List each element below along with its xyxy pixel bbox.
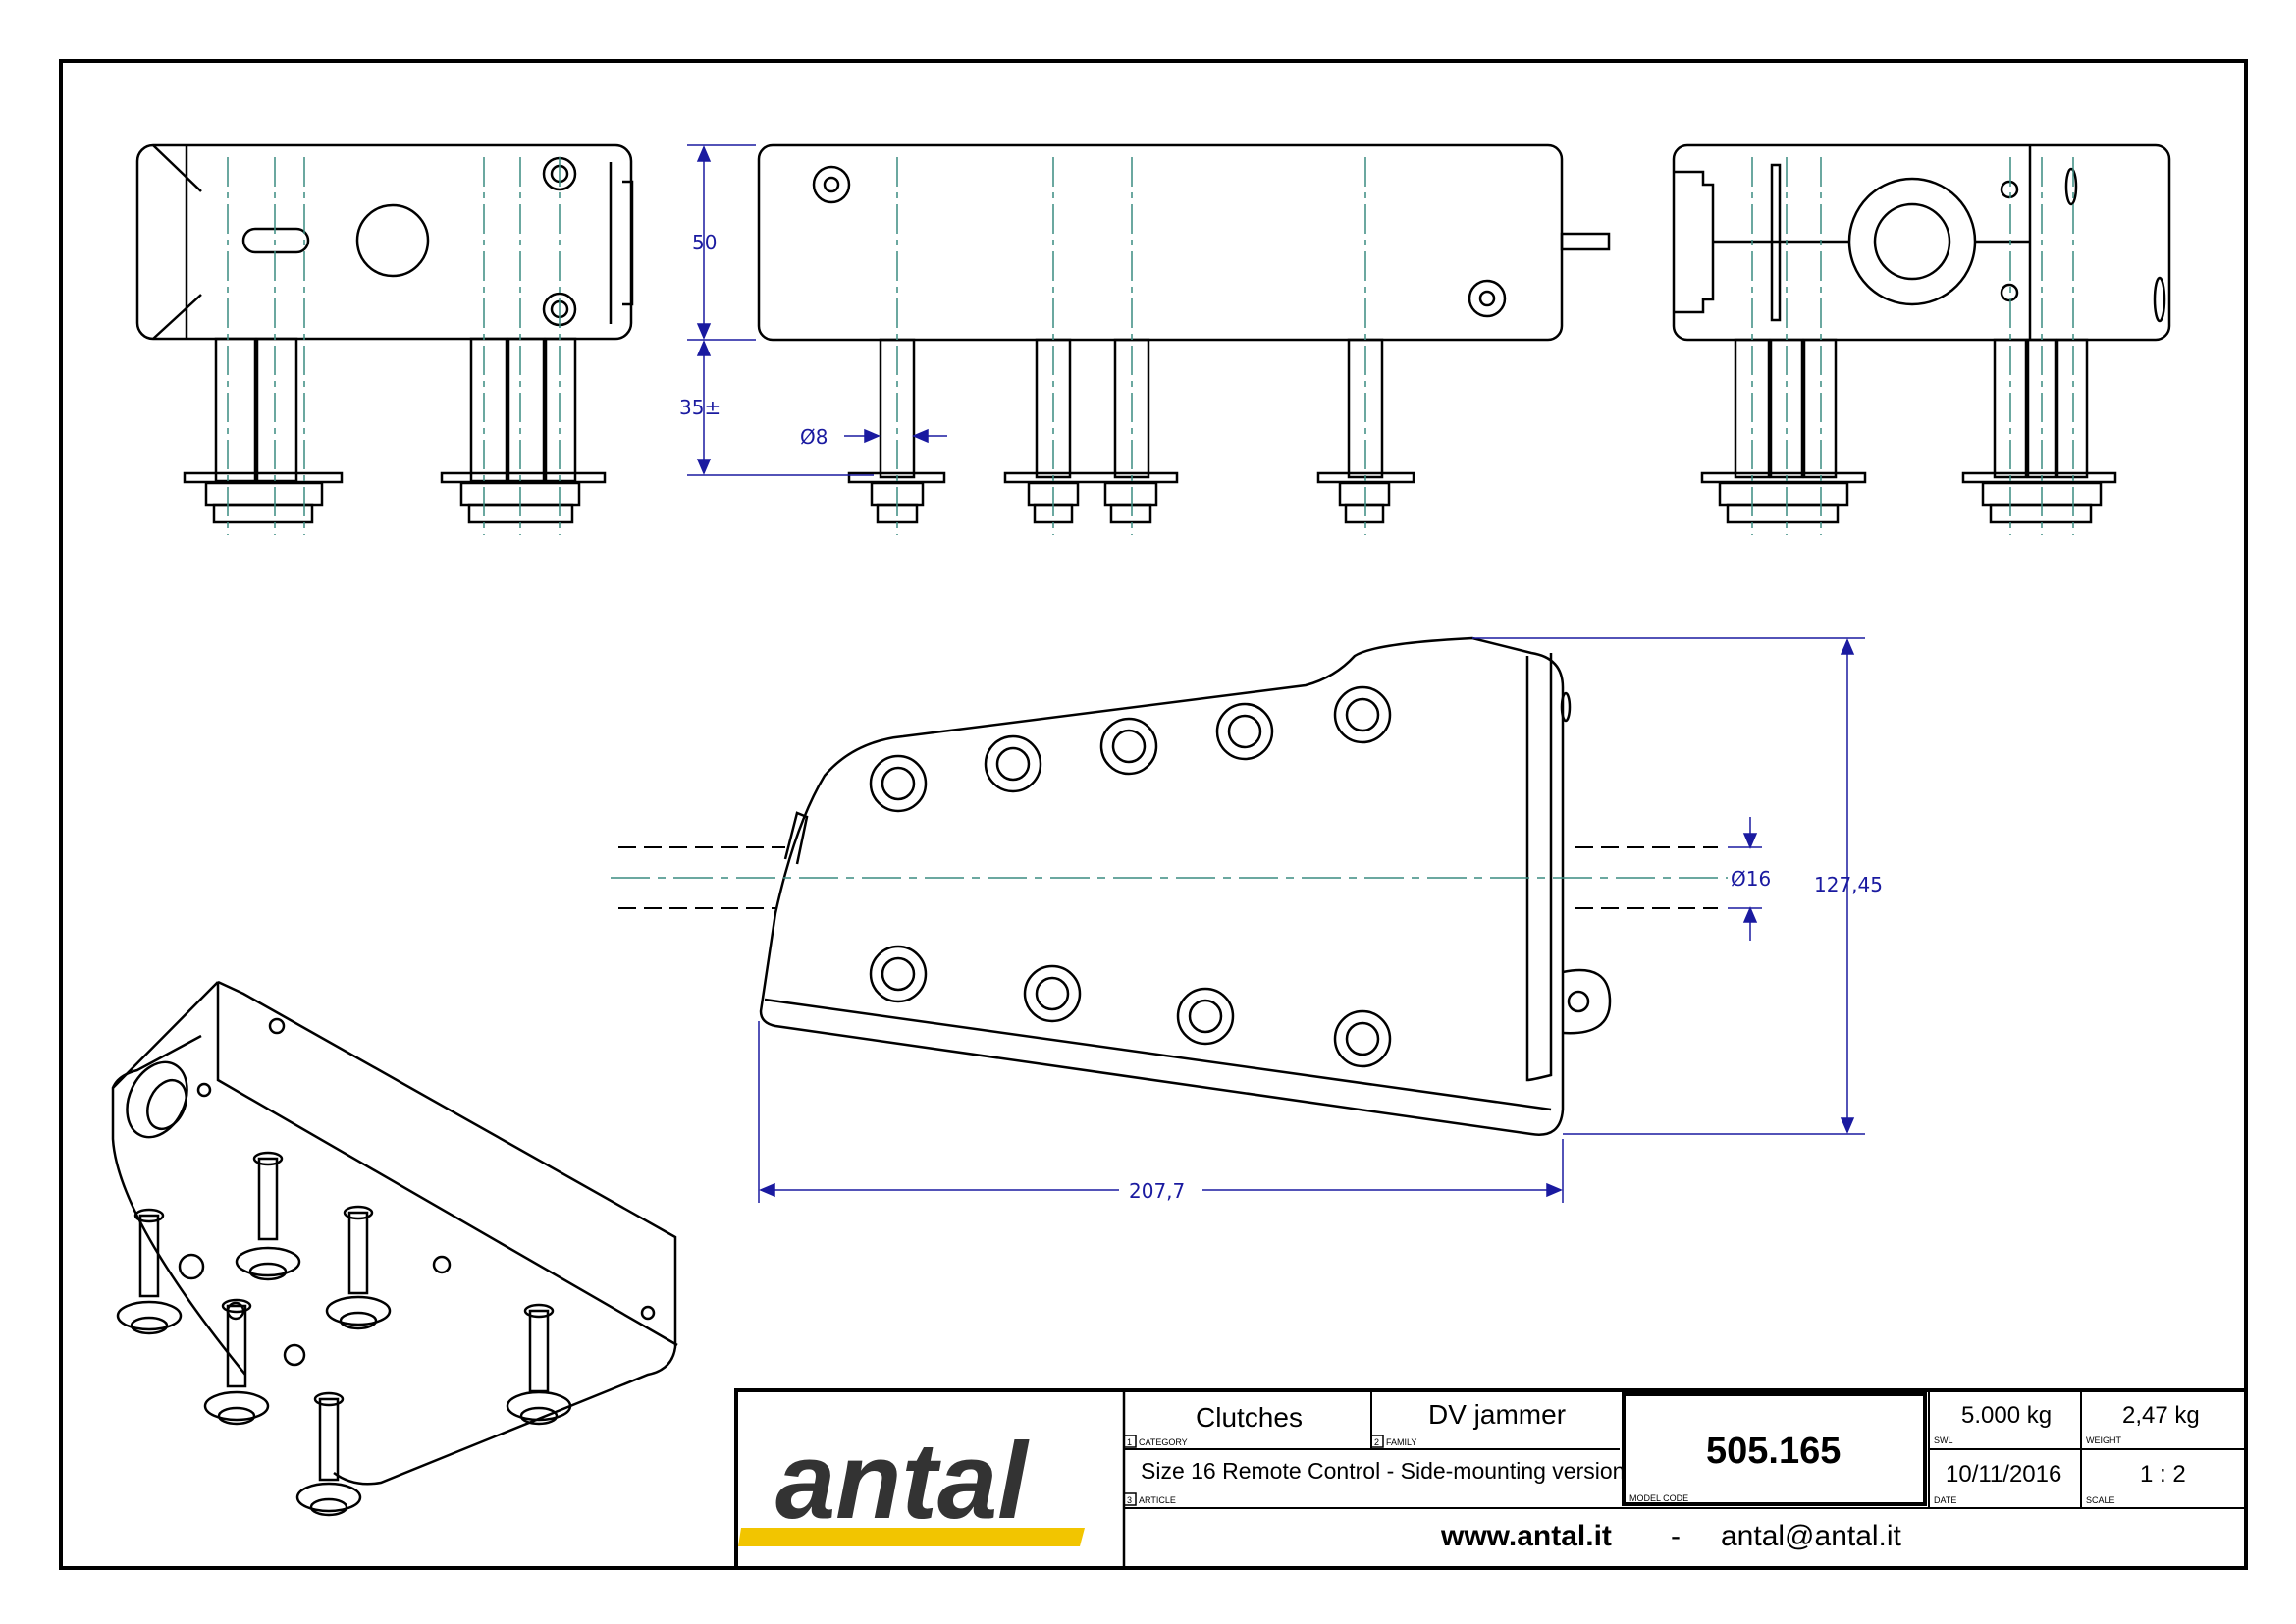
contact-separator: - <box>1671 1520 1681 1552</box>
logo-text: antal <box>775 1421 1030 1542</box>
dimension-total-length: 207,7 <box>1129 1179 1185 1203</box>
dimension-height-50: 50 <box>692 231 717 254</box>
date-value: 10/11/2016 <box>1946 1461 2061 1488</box>
antal-logo: antal <box>738 1421 1085 1546</box>
category-value: Clutches <box>1196 1402 1303 1433</box>
rope-path-lines <box>618 846 1718 909</box>
isometric-view <box>111 980 678 1517</box>
dimension-height-35: 35± <box>679 396 721 419</box>
end-view-left-centerlines <box>227 157 561 535</box>
end-view-left <box>135 143 634 524</box>
family-value: DV jammer <box>1428 1399 1566 1430</box>
article-value: Size 16 Remote Control - Side-mounting v… <box>1141 1458 1625 1484</box>
dimension-lines-main <box>758 637 1865 1203</box>
email-link[interactable]: antal@antal.it <box>1721 1520 1902 1552</box>
title-block <box>734 1388 2248 1570</box>
family-label: FAMILY <box>1386 1437 1416 1447</box>
model-code-label: MODEL CODE <box>1629 1493 1688 1503</box>
dimension-bolt-diameter: Ø8 <box>800 425 828 449</box>
swl-label: SWL <box>1934 1435 1953 1445</box>
family-index: 2 <box>1374 1437 1379 1447</box>
article-label: ARTICLE <box>1139 1495 1176 1505</box>
main-side-view <box>759 636 1612 1136</box>
category-label: CATEGORY <box>1139 1437 1188 1447</box>
weight-value: 2,47 kg <box>2122 1402 2200 1429</box>
end-view-right <box>1672 143 2171 524</box>
end-view-right-centerlines <box>1751 157 2074 535</box>
main-view-bolts <box>869 685 1392 1068</box>
side-view-top-centerlines <box>896 157 1366 535</box>
website-link[interactable]: www.antal.it <box>1440 1520 1612 1552</box>
article-index: 3 <box>1127 1495 1132 1505</box>
side-view-top <box>757 143 1611 524</box>
date-label: DATE <box>1934 1495 1956 1505</box>
weight-label: WEIGHT <box>2086 1435 2121 1445</box>
dimension-lines-top <box>687 144 947 476</box>
logo-underline <box>738 1528 1085 1546</box>
scale-label: SCALE <box>2086 1495 2115 1505</box>
scale-value: 1 : 2 <box>2140 1461 2186 1488</box>
swl-value: 5.000 kg <box>1961 1402 2052 1429</box>
category-index: 1 <box>1127 1437 1132 1447</box>
dimension-total-height: 127,45 <box>1814 873 1883 896</box>
dimension-hole-diameter: Ø16 <box>1731 867 1771 891</box>
sheet-border <box>59 59 2248 1570</box>
model-code-value: 505.165 <box>1706 1431 1841 1472</box>
